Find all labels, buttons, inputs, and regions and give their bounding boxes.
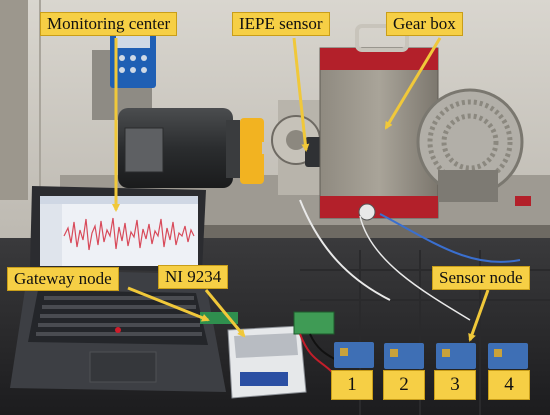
gateway-node-arrow — [127, 286, 210, 322]
sensor-number-2: 2 — [383, 370, 425, 400]
sensor-node-arrow — [468, 289, 490, 342]
sensor-number-4: 4 — [488, 370, 530, 400]
iepe-sensor-label: IEPE sensor — [232, 12, 330, 36]
gateway-node-label: Gateway node — [7, 267, 119, 291]
left-cabinet — [0, 0, 28, 200]
battery-pack — [293, 311, 335, 335]
coupling — [240, 118, 264, 184]
vibration-signal — [63, 217, 195, 251]
monitoring-center-label: Monitoring center — [40, 12, 178, 36]
sensor-number-3: 3 — [434, 370, 476, 400]
sensor-node-label: Sensor node — [432, 266, 530, 290]
gear-box-label: Gear box — [386, 12, 463, 36]
gear-box-arrow — [384, 37, 442, 130]
ni-module-arrow — [204, 289, 246, 338]
ni-module-label: NI 9234 — [158, 265, 229, 289]
sensor-number-1: 1 — [331, 370, 373, 400]
iepe-sensor-arrow — [292, 37, 310, 152]
